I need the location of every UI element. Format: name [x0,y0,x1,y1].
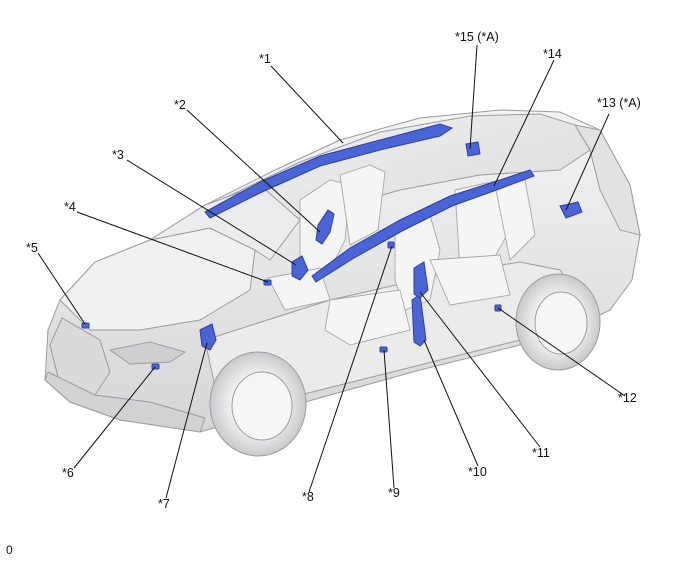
wheels [209,273,601,457]
front-seat-side-airbag [315,209,335,245]
callout-11: *11 [532,446,550,460]
airbag-components [81,123,583,370]
curtain-airbag-left [204,123,454,219]
connector-8 [387,241,395,249]
callout-6: *6 [62,466,74,480]
callout-15: *15 (*A) [455,30,499,44]
b-pillar-upper-sensor [413,261,429,299]
rear-curtain-inflator [559,201,583,219]
callout-1: *1 [259,52,271,66]
connector-6 [151,363,160,370]
connector-5 [81,322,90,329]
callout-7: *7 [158,497,170,511]
callout-12: *12 [618,391,637,405]
curtain-inflator [465,141,481,157]
connector-9 [379,346,388,353]
callout-14: *14 [543,47,562,61]
callout-2: *2 [174,98,186,112]
callout-13: *13 (*A) [597,96,641,110]
callout-3: *3 [112,148,124,162]
curtain-airbag-right [311,169,535,283]
leader-lines [37,44,626,499]
callout-9: *9 [388,486,400,500]
figure-code: 0 [6,543,13,557]
callout-4: *4 [64,200,76,214]
callout-10: *10 [468,465,487,479]
front-door-sensor [199,323,217,351]
callout-8: *8 [302,490,314,504]
front-seat-inner-airbag [291,255,309,281]
callout-5: *5 [26,241,38,255]
